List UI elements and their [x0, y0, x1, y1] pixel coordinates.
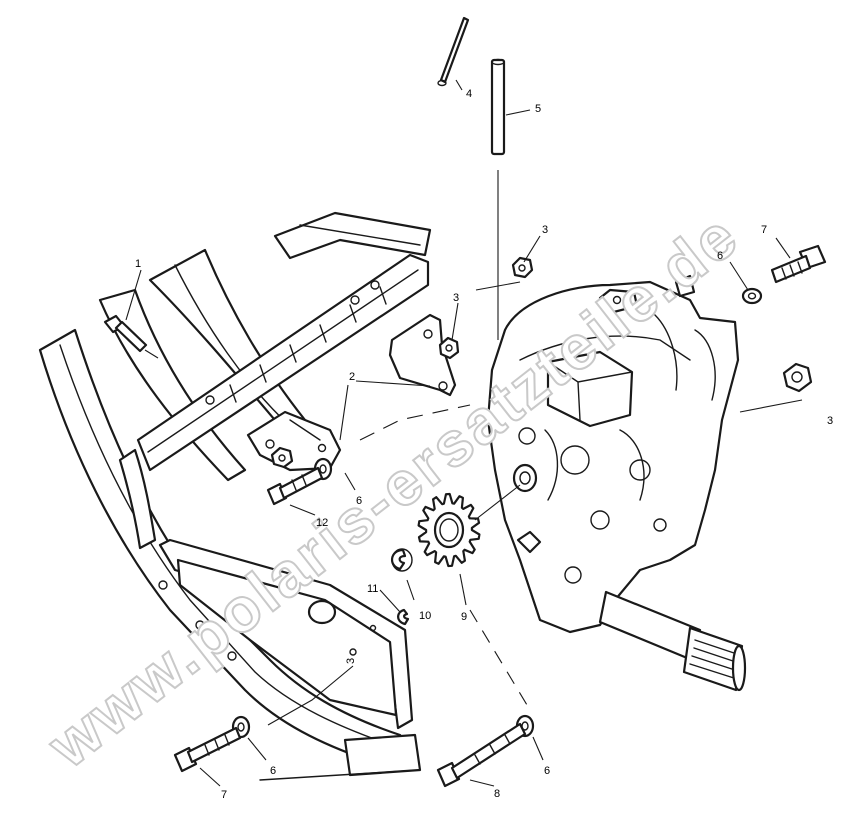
leader-lines	[125, 79, 803, 787]
bolt-part-12	[266, 466, 324, 506]
callout-3d: 3	[345, 658, 357, 664]
transmission-housing	[486, 274, 740, 634]
nut-part-3-lower	[270, 446, 294, 469]
callout-7b: 7	[221, 789, 227, 801]
callout-3a: 3	[542, 224, 548, 236]
nut-part-3-right	[782, 362, 813, 393]
callout-8: 8	[494, 788, 500, 800]
nut-part-3-top	[511, 256, 534, 279]
bolt-part-7-right	[770, 244, 827, 284]
frame-rail	[136, 211, 432, 472]
pin-part-4	[437, 16, 470, 87]
callout-3c: 3	[827, 415, 833, 427]
callout-11: 11	[367, 583, 378, 595]
callout-10: 10	[419, 610, 431, 622]
sprocket-part-9	[417, 492, 481, 568]
callout-2: 2	[349, 371, 355, 383]
callout-6a: 6	[717, 250, 723, 262]
callout-5: 5	[535, 103, 541, 115]
callout-9: 9	[461, 611, 467, 623]
callout-6d: 6	[544, 765, 550, 777]
bolt-part-8	[436, 722, 527, 788]
bolt-part-1	[103, 314, 148, 353]
callout-6b: 6	[356, 495, 362, 507]
callout-7a: 7	[761, 224, 767, 236]
rod-part-5	[490, 58, 506, 156]
bolt-part-7-left	[173, 726, 242, 773]
callout-12: 12	[316, 517, 328, 529]
snap-ring-part-11	[391, 548, 413, 572]
output-shaft	[598, 590, 747, 692]
callout-labels: 1 2 3 3 3 3 4 5 6 6 6 6 7 7 8 9 10 11 12	[135, 88, 833, 801]
bracket-part-2-upper	[388, 313, 457, 397]
nut-part-3-mid	[438, 336, 460, 360]
callout-1: 1	[135, 258, 141, 270]
washer-part-6-right	[741, 287, 763, 305]
callout-4: 4	[466, 88, 472, 100]
clip-part-10	[397, 608, 410, 626]
callout-6c: 6	[270, 765, 276, 777]
callout-3b: 3	[453, 292, 459, 304]
